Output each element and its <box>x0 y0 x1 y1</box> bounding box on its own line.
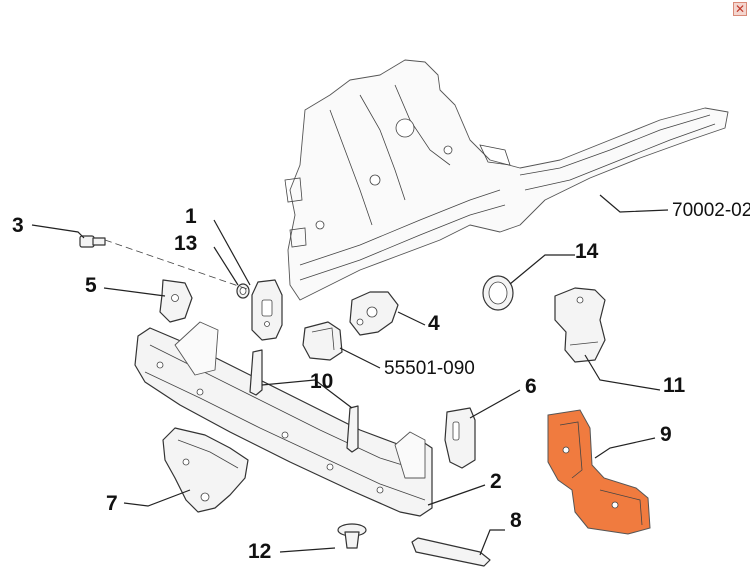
part-7-cover[interactable] <box>162 427 249 513</box>
callout-3: 3 <box>12 214 24 237</box>
part-12-plug[interactable] <box>337 523 367 549</box>
callout-5: 5 <box>85 274 97 297</box>
callout-7: 7 <box>106 492 118 515</box>
part-8-strap[interactable] <box>411 537 491 567</box>
callout-10: 10 <box>310 370 333 393</box>
part-3-bolt[interactable] <box>79 235 106 248</box>
part-9-highlighted-bracket[interactable] <box>547 409 651 535</box>
callout-12: 12 <box>248 540 271 563</box>
part-10-strap-left[interactable] <box>249 349 263 396</box>
callout-1: 1 <box>185 205 197 228</box>
part-14-grommet[interactable] <box>482 275 514 311</box>
callout-2: 2 <box>490 470 502 493</box>
front-frame-assembly[interactable] <box>284 59 729 301</box>
bolt-axis-line <box>104 239 251 291</box>
callout-6: 6 <box>525 375 537 398</box>
part-11-bracket[interactable] <box>554 287 606 363</box>
leader-lines <box>31 194 669 556</box>
part-6-bracket[interactable] <box>444 407 476 469</box>
part-4-mount[interactable] <box>349 291 399 336</box>
part-10-strap-right[interactable] <box>346 405 359 453</box>
callout-8: 8 <box>510 509 522 532</box>
callout-11: 11 <box>663 374 686 397</box>
callout-55501-090: 55501-090 <box>384 358 475 379</box>
callout-13: 13 <box>174 232 197 255</box>
part-2-bumper-beam[interactable] <box>134 321 433 517</box>
part-55501-090-bracket[interactable] <box>302 321 343 361</box>
close-button[interactable]: ✕ <box>733 2 747 16</box>
callout-70002-020: 70002-020 <box>672 200 750 221</box>
callout-9: 9 <box>660 423 672 446</box>
part-13-nut[interactable] <box>236 283 250 299</box>
part-5-bracket[interactable] <box>159 279 193 323</box>
callout-4: 4 <box>428 312 440 335</box>
callout-14: 14 <box>575 240 599 263</box>
part-1-plate[interactable] <box>251 279 283 341</box>
